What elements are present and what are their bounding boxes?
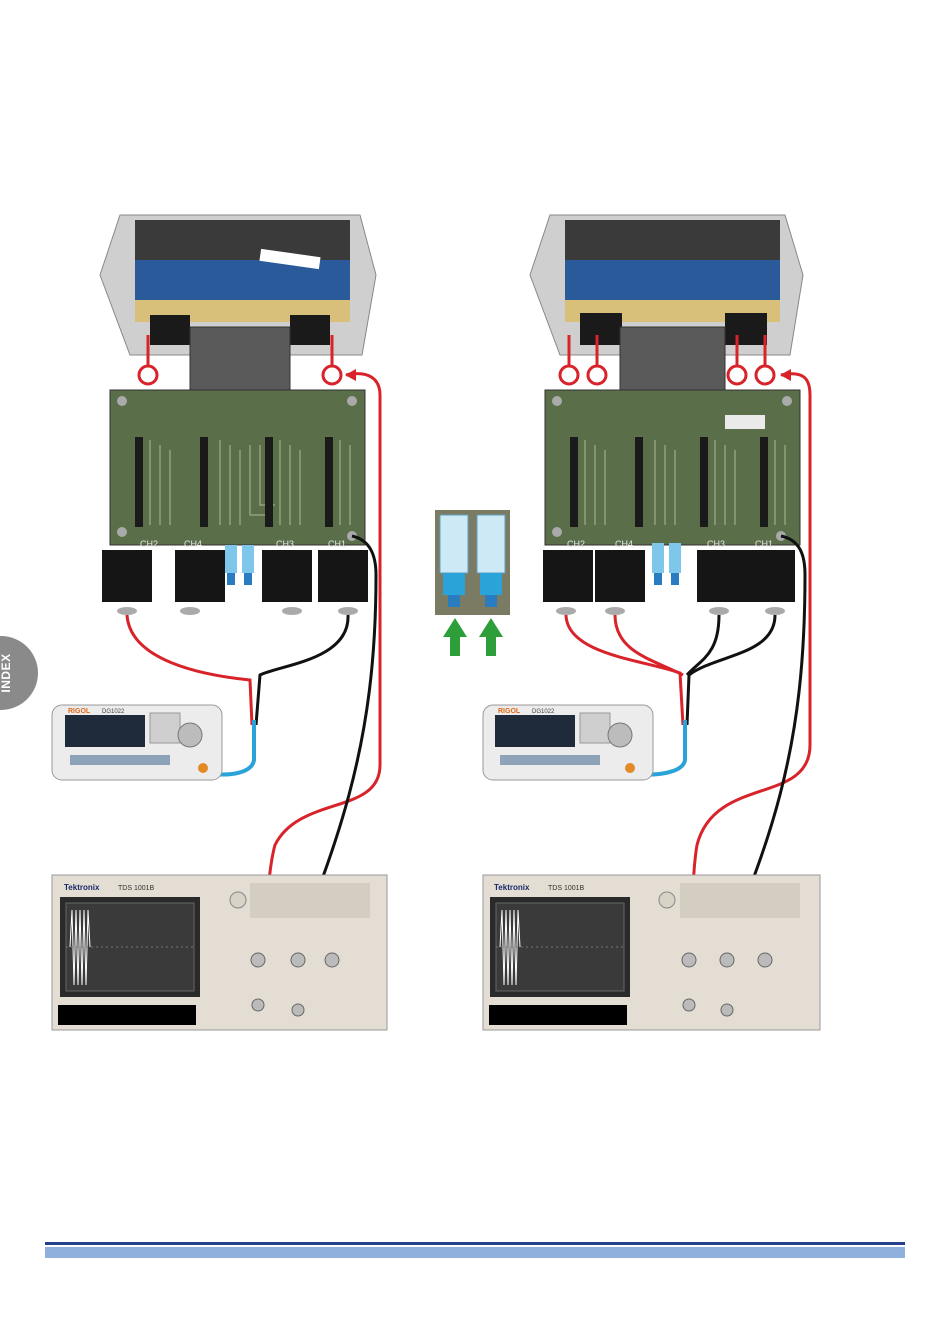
left-wiring-diagram: CH2 CH4 CH3 CH1 RI [40,205,440,1035]
right-scope-brand: Tektronix [494,883,530,892]
right-ch1-label: CH1 [755,539,773,549]
left-function-generator [52,705,222,780]
left-generator-brand: RIGOL [68,708,91,715]
green-up-arrow-icon [443,618,467,656]
left-scope-model: TDS 1001B [118,885,155,892]
right-bnc-connectors [543,543,795,615]
right-wiring-diagram: CH2 CH4 CH3 CH1 RIGO [475,205,875,1035]
right-generator-brand: RIGOL [498,708,521,715]
left-ch4-label: CH4 [184,539,202,549]
left-ch3-label: CH3 [276,539,294,549]
right-scope-model: TDS 1001B [548,885,585,892]
left-ch1-label: CH1 [328,539,346,549]
right-function-generator [483,705,653,780]
left-bnc-connectors [102,545,368,615]
left-generator-model: DG1022 [102,709,125,715]
left-scope-brand: Tektronix [64,883,100,892]
left-ch2-label: CH2 [140,539,158,549]
footer-rule-dark [45,1242,905,1245]
index-tab[interactable]: INDEX [0,636,38,710]
right-generator-model: DG1022 [532,709,555,715]
right-ch4-label: CH4 [615,539,633,549]
right-ch2-label: CH2 [567,539,585,549]
right-ch3-label: CH3 [707,539,725,549]
left-pcb-board [110,390,365,545]
right-oscilloscope [483,875,820,1030]
index-tab-label: INDEX [0,653,13,692]
right-pcb-board [545,390,800,545]
footer-rule-light [45,1247,905,1258]
index-tab-label-wrap: INDEX [0,636,38,710]
left-oscilloscope [52,875,387,1030]
